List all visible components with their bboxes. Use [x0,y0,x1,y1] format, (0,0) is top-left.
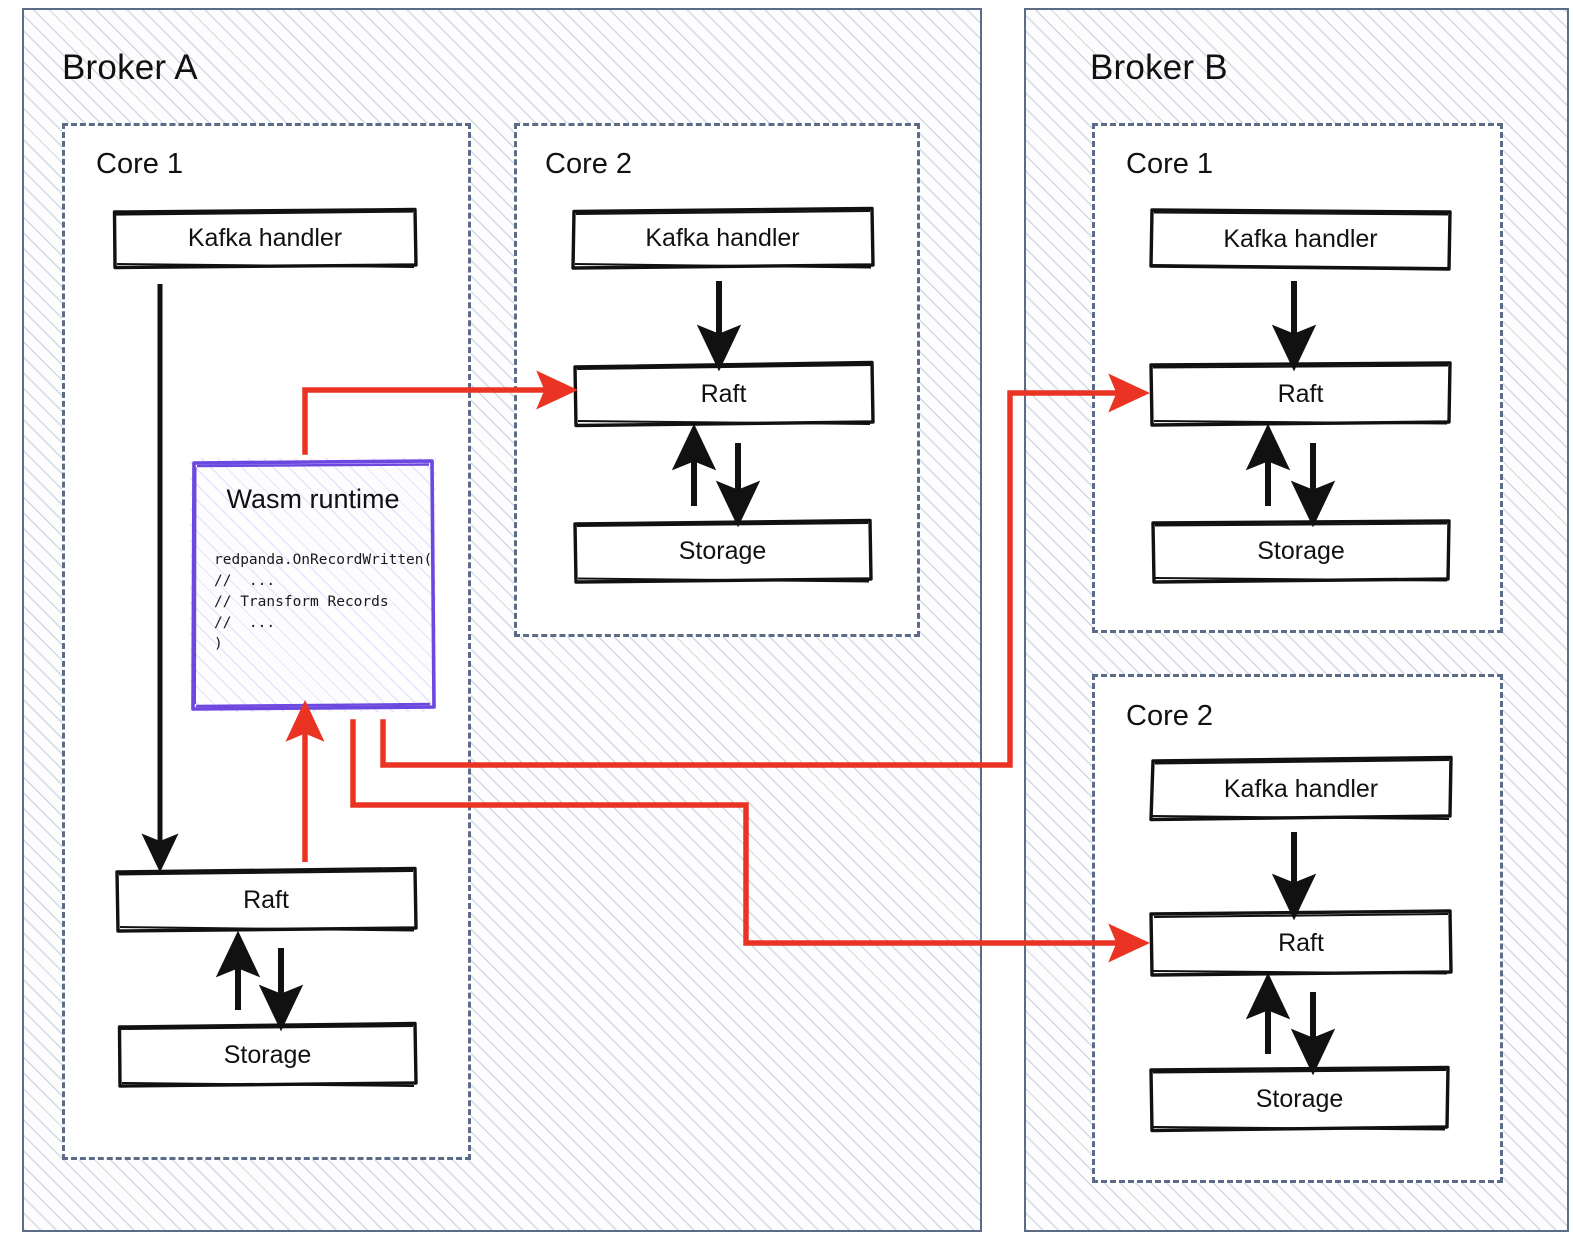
broker-b-core-1-raft-box[interactable]: Raft [1148,360,1453,428]
broker-b-core-2-raft-box[interactable]: Raft [1148,908,1454,978]
broker-a-core-2-kafka-handler-box[interactable]: Kafka handler [570,206,875,271]
broker-b-core-1-storage-label: Storage [1257,537,1345,565]
broker-a-core-2-storage-label: Storage [678,537,767,565]
broker-a-core-1-storage-box[interactable]: Storage [117,1021,418,1089]
broker-b-core-1-kafka-handler-label: Kafka handler [1223,224,1378,253]
broker-b-core-1-kafka-handler-box[interactable]: Kafka handler [1148,206,1453,272]
broker-b-core-2-storage-label: Storage [1255,1085,1344,1113]
broker-a-core-2-raft-box[interactable]: Raft [572,360,875,428]
wasm-runtime-title: Wasm runtime [226,484,400,514]
broker-b-core-2-storage-box[interactable]: Storage [1148,1065,1451,1134]
broker-b-title: Broker B [1090,48,1228,87]
broker-a-core-2-title: Core 2 [545,148,633,180]
broker-b-core-2-title: Core 2 [1126,700,1214,732]
broker-a-core-2-kafka-handler-label: Kafka handler [645,224,800,252]
broker-a-core-1-raft-label: Raft [243,885,289,914]
broker-a-core-1-kafka-handler-label: Kafka handler [187,224,343,252]
broker-b-core-1-title: Core 1 [1126,148,1214,180]
broker-b-core-1-storage-box[interactable]: Storage [1150,518,1452,585]
broker-a-core-1-title: Core 1 [96,148,184,180]
broker-a-core-1-kafka-handler-box[interactable]: Kafka handler [112,207,418,270]
broker-b-core-1-raft-label: Raft [1277,379,1324,408]
broker-b-core-2-kafka-handler-label: Kafka handler [1223,774,1379,803]
broker-a-core-2-storage-box[interactable]: Storage [572,518,873,585]
broker-a-core-2-raft-label: Raft [700,379,747,408]
wasm-runtime-code: redpanda.OnRecordWritten( // ... // Tran… [214,552,433,653]
wasm-runtime-box[interactable]: Wasm runtime redpanda.OnRecordWritten( /… [190,458,436,712]
broker-a-core-1-raft-box[interactable]: Raft [114,866,418,934]
broker-a-core-1-storage-label: Storage [223,1040,312,1069]
broker-b-core-2-raft-label: Raft [1278,928,1324,957]
broker-b-core-2-kafka-handler-box[interactable]: Kafka handler [1148,755,1454,823]
broker-a-title: Broker A [62,48,198,87]
